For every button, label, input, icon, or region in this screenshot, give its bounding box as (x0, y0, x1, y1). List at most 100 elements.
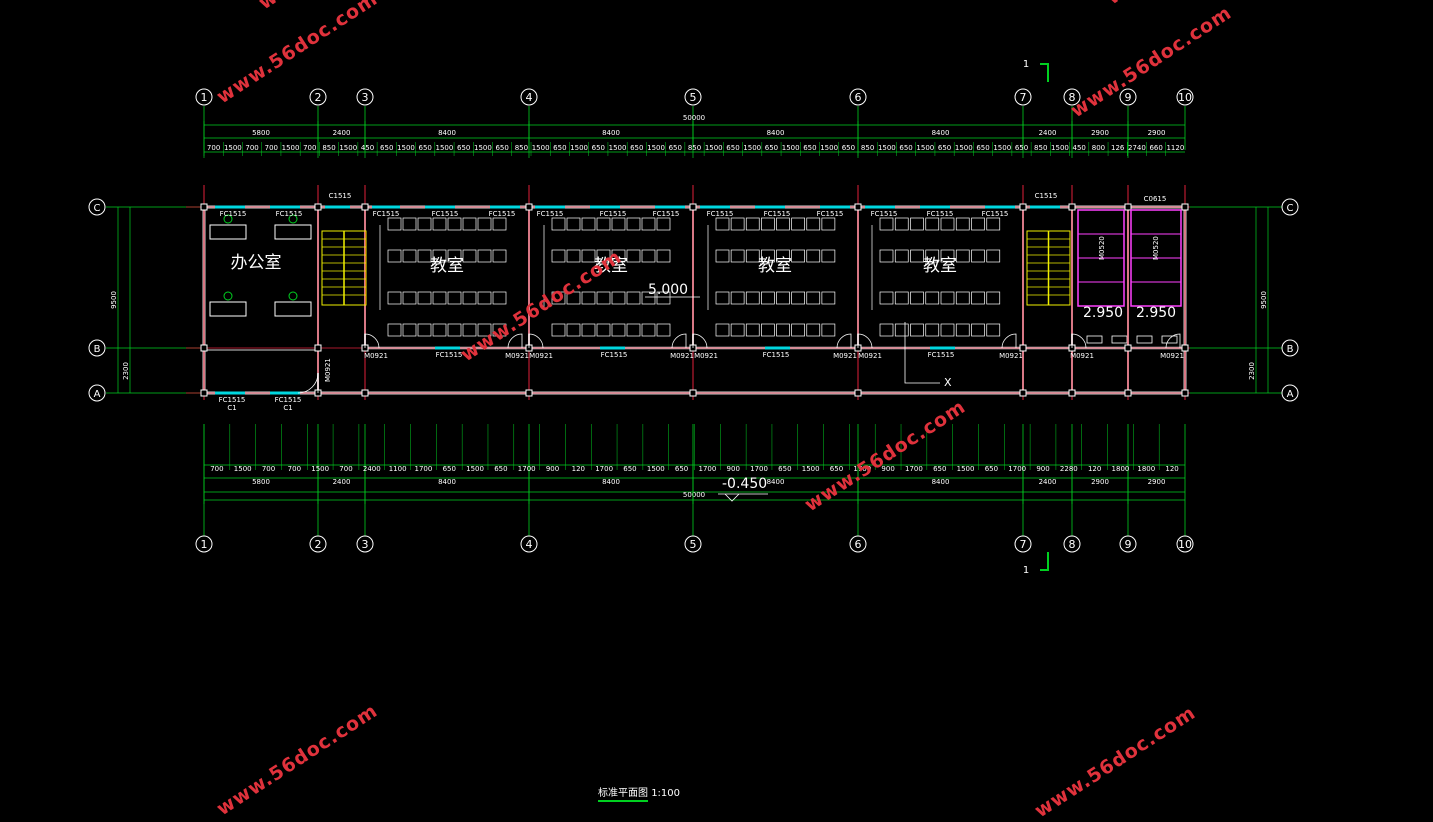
desk (641, 249, 656, 263)
desk (971, 291, 985, 305)
bay-dim-top: 2400 (333, 129, 351, 137)
detail-dim-top: 850 (322, 144, 335, 152)
door-swing (857, 333, 873, 349)
axis-number-5: 5 (690, 91, 697, 104)
desk (910, 249, 924, 263)
toilet-fixture (1161, 335, 1178, 344)
door-swing (1071, 333, 1087, 349)
structural-column (314, 344, 322, 352)
bay-dim-top: 8400 (767, 129, 785, 137)
desk (462, 323, 477, 337)
desk (477, 291, 492, 305)
detail-dim-top: 660 (1149, 144, 1162, 152)
desk (477, 323, 492, 337)
watermark-text: www.56doc.com (213, 0, 382, 108)
axis-number-3: 3 (362, 91, 369, 104)
caption-scale: 1:100 (651, 788, 681, 799)
structural-column (200, 203, 208, 211)
classroom-furniture (209, 214, 1001, 337)
structural-column (361, 203, 369, 211)
marker-x-label: X (944, 376, 952, 389)
window-label-fc1515: FC1515 (601, 351, 628, 359)
axis-bubble (849, 88, 867, 106)
axis-number-3: 3 (362, 538, 369, 551)
door-label-m0921: M0921 (858, 352, 882, 360)
bay-dim-top: 8400 (438, 129, 456, 137)
detail-dim-bottom: 900 (881, 465, 894, 473)
detail-dim-bottom: 1500 (802, 465, 820, 473)
detail-dim-bottom: 1500 (311, 465, 329, 473)
desk (477, 217, 492, 231)
desk (894, 217, 909, 231)
bay-dim-bottom: 2900 (1091, 478, 1109, 486)
door-label-m0921: M0921 (364, 352, 388, 360)
window-label-fc1515: FC1515 (432, 210, 459, 218)
office-chair (223, 214, 233, 224)
office-chair (223, 291, 233, 301)
detail-dim-bottom: 650 (778, 465, 791, 473)
window-label-fc1515: FC1515 (275, 396, 302, 404)
desk (626, 291, 641, 305)
desk (581, 323, 596, 337)
desk (730, 249, 745, 263)
axis-bubble (849, 535, 867, 553)
detail-dim-top: 1500 (282, 144, 300, 152)
desk (402, 217, 417, 231)
axis-number-9: 9 (1125, 91, 1132, 104)
window-label-fc1515: FC1515 (927, 210, 954, 218)
office-chair (288, 214, 298, 224)
desk (776, 323, 790, 337)
detail-dim-bottom: 1500 (647, 465, 665, 473)
left-dim-2: 2300 (122, 362, 130, 380)
bay-dim-bottom: 5800 (252, 478, 270, 486)
detail-dim-top: 1500 (955, 144, 973, 152)
structural-column (689, 203, 697, 211)
axis-bubble (356, 535, 374, 553)
desk (417, 291, 432, 305)
desk (894, 323, 909, 337)
toilet-fixture (1086, 335, 1103, 344)
structural-column (1181, 203, 1189, 211)
bay-dim-top: 2900 (1148, 129, 1166, 137)
desk (462, 249, 477, 263)
desk (761, 249, 775, 263)
desk (791, 249, 805, 263)
detail-dim-bottom: 700 (210, 465, 223, 473)
detail-dim-bottom: 120 (572, 465, 585, 473)
window-label-fc1515: FC1515 (763, 351, 790, 359)
desk (776, 249, 790, 263)
detail-dim-top: 1500 (436, 144, 454, 152)
desk (447, 217, 462, 231)
door-label-m0520: M0520 (1152, 236, 1160, 260)
detail-dim-top: 650 (419, 144, 432, 152)
detail-dim-top: 450 (361, 144, 374, 152)
detail-dim-top: 1500 (647, 144, 665, 152)
detail-dim-top: 1120 (1166, 144, 1184, 152)
axis-letter-B: B (94, 344, 101, 355)
desk (551, 291, 566, 305)
desk (626, 249, 641, 263)
detail-dim-top: 650 (842, 144, 855, 152)
detail-dim-top: 1500 (1051, 144, 1069, 152)
elevation-outdoor: -0.450 (722, 476, 767, 492)
desk (551, 217, 566, 231)
door-label-m0921: M0921 (694, 352, 718, 360)
desk (940, 291, 955, 305)
window-label-fc1515: FC1515 (600, 210, 627, 218)
axis-number-8: 8 (1069, 91, 1076, 104)
desk (761, 217, 775, 231)
desk (581, 291, 596, 305)
detail-dim-bottom: 1700 (415, 465, 433, 473)
detail-dim-bottom: 700 (339, 465, 352, 473)
axis-bubble (520, 535, 538, 553)
desk (387, 217, 402, 231)
detail-dim-bottom: 650 (830, 465, 843, 473)
desk (656, 291, 671, 305)
door-label-m0921: M0921 (670, 352, 694, 360)
desk (432, 323, 447, 337)
desk (551, 249, 566, 263)
toilet-fixture (1111, 335, 1128, 344)
structural-column (525, 389, 533, 397)
room-label-classroom-2: 教室 (594, 256, 628, 276)
